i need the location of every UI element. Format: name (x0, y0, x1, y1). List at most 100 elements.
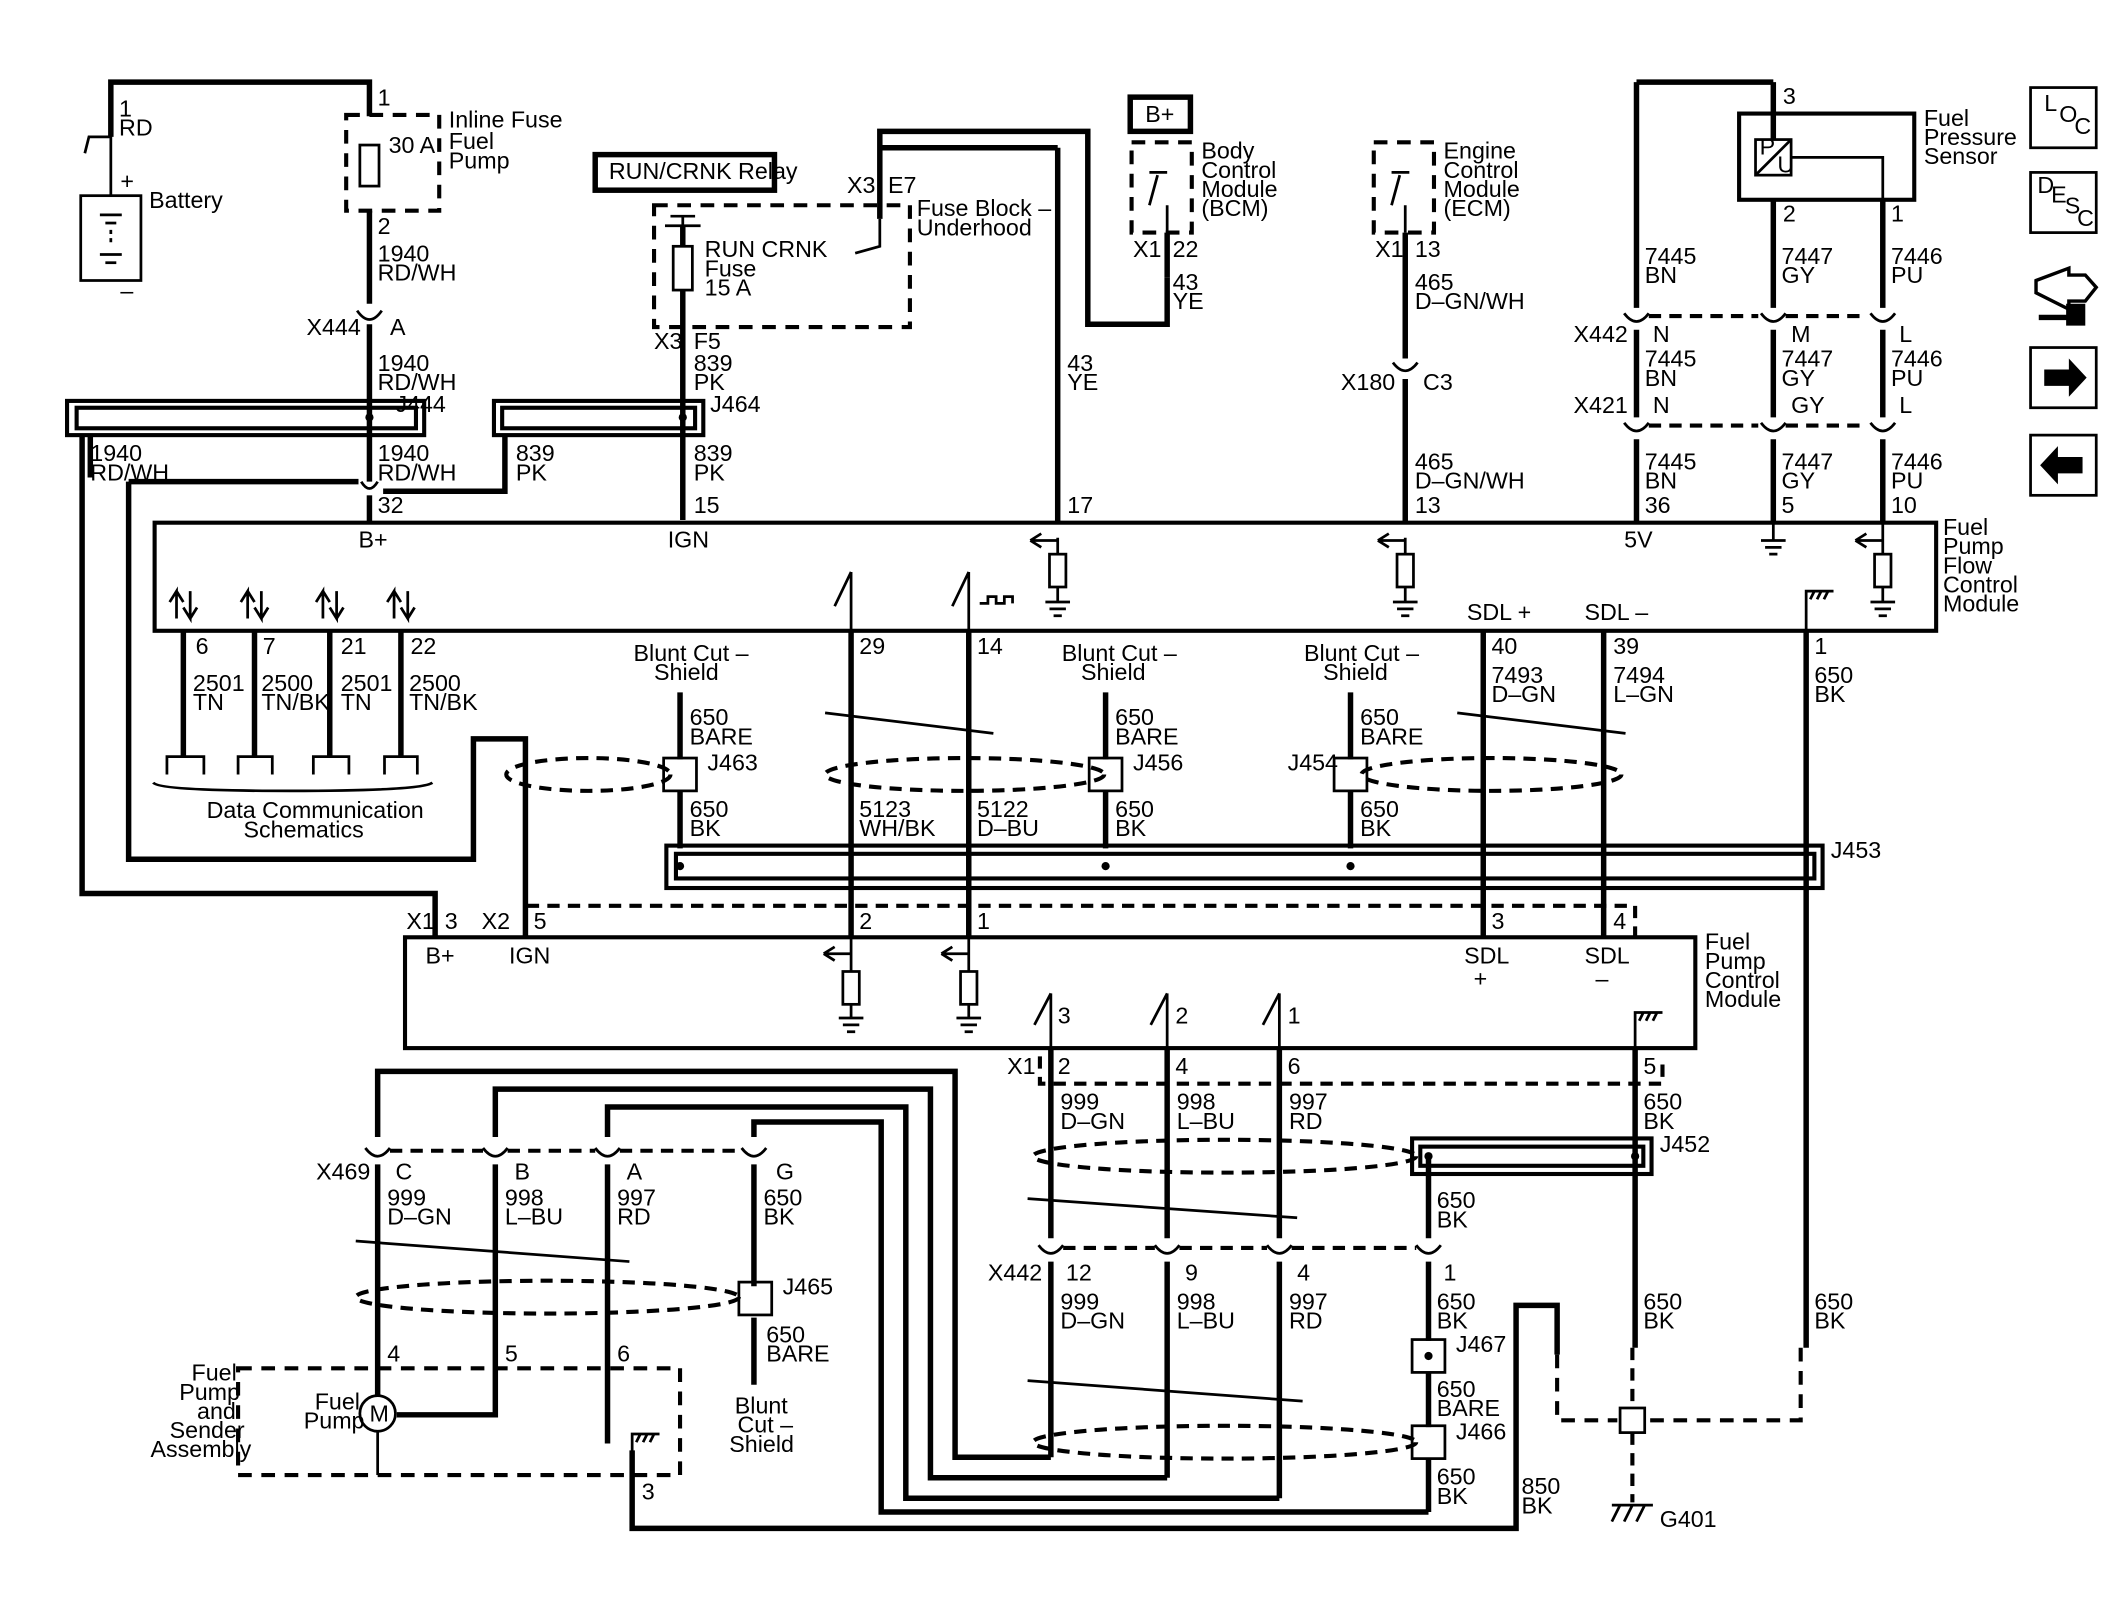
svg-text:650: 650 (1814, 1288, 1853, 1314)
svg-text:4: 4 (1613, 908, 1626, 934)
connector-x444 (356, 309, 383, 321)
svg-text:BK: BK (1437, 1483, 1469, 1509)
svg-text:1940: 1940 (378, 440, 430, 466)
svg-text:7447: 7447 (1782, 448, 1834, 474)
svg-text:SDL: SDL (1584, 942, 1629, 968)
svg-text:5: 5 (534, 908, 547, 934)
svg-text:650: 650 (1437, 1376, 1476, 1402)
svg-text:2501: 2501 (341, 670, 393, 696)
svg-text:465: 465 (1415, 269, 1454, 295)
svg-text:1: 1 (1814, 633, 1827, 659)
svg-text:J456: J456 (1133, 749, 1183, 775)
svg-text:PK: PK (516, 459, 548, 485)
svg-text:2: 2 (1175, 1002, 1188, 1028)
svg-text:RD: RD (617, 1204, 651, 1230)
svg-text:TN: TN (193, 689, 224, 715)
svg-text:GY: GY (1782, 365, 1816, 391)
svg-text:BK: BK (1360, 815, 1392, 841)
svg-text:D–GN: D–GN (1060, 1108, 1125, 1134)
svg-text:C: C (2077, 205, 2094, 231)
svg-text:SDL: SDL (1464, 942, 1509, 968)
svg-text:Pump: Pump (304, 1408, 365, 1434)
svg-text:999: 999 (1060, 1089, 1099, 1115)
svg-text:C: C (395, 1158, 412, 1184)
svg-text:X442: X442 (988, 1260, 1042, 1286)
svg-text:X1: X1 (1375, 236, 1403, 262)
svg-text:997: 997 (1289, 1288, 1328, 1314)
svg-text:6: 6 (617, 1340, 630, 1366)
svg-text:14: 14 (977, 633, 1003, 659)
svg-text:E7: E7 (888, 172, 916, 198)
svg-text:PK: PK (694, 459, 726, 485)
svg-text:BK: BK (1437, 1206, 1469, 1232)
svg-text:BN: BN (1645, 365, 1677, 391)
crnk-fuse-icon (671, 244, 694, 292)
svg-text:X442: X442 (1574, 321, 1628, 347)
inline-fuse-label: Inline Fuse (449, 106, 563, 132)
fuse-block-underhood (651, 203, 912, 330)
description-button[interactable]: D E S C (2029, 171, 2098, 234)
svg-text:43: 43 (1067, 350, 1093, 376)
svg-text:X3: X3 (847, 172, 875, 198)
location-button[interactable]: L O C (2029, 86, 2098, 150)
svg-text:650: 650 (1360, 796, 1399, 822)
next-arrow-button[interactable] (2029, 346, 2098, 410)
svg-text:U: U (1777, 151, 1794, 177)
svg-text:Fuel: Fuel (315, 1388, 360, 1414)
svg-text:Engine: Engine (1444, 138, 1516, 164)
svg-text:J467: J467 (1456, 1331, 1506, 1357)
svg-text:SDL +: SDL + (1467, 599, 1531, 625)
svg-text:4: 4 (387, 1340, 400, 1366)
svg-text:Module: Module (1444, 176, 1520, 202)
svg-text:C: C (2074, 113, 2091, 139)
svg-text:3: 3 (1491, 908, 1504, 934)
svg-text:M: M (1791, 321, 1810, 347)
wire-color: RD (119, 114, 153, 140)
svg-text:1940: 1940 (378, 240, 430, 266)
svg-text:Fuel: Fuel (1705, 929, 1750, 955)
svg-text:2: 2 (859, 908, 872, 934)
svg-text:10: 10 (1891, 492, 1917, 518)
svg-text:O: O (2059, 101, 2077, 127)
svg-text:Control: Control (1705, 967, 1780, 993)
svg-text:S: S (2065, 192, 2081, 218)
svg-text:6: 6 (196, 633, 209, 659)
previous-arrow-button[interactable] (2029, 433, 2098, 497)
svg-text:2501: 2501 (193, 670, 245, 696)
splice-pack-j453 (664, 843, 1825, 891)
svg-text:5: 5 (1643, 1053, 1656, 1079)
svg-text:650: 650 (1437, 1464, 1476, 1490)
svg-text:999: 999 (387, 1184, 426, 1210)
plus-terminal: + (120, 168, 134, 194)
svg-text:WH/BK: WH/BK (859, 815, 936, 841)
svg-text:36: 36 (1645, 492, 1671, 518)
svg-text:B+: B+ (426, 942, 455, 968)
svg-text:1: 1 (1891, 201, 1904, 227)
splice-pack-j444 (64, 398, 427, 438)
svg-text:5V: 5V (1624, 526, 1653, 552)
svg-text:650: 650 (1360, 704, 1399, 730)
battery-label: Battery (149, 187, 223, 213)
svg-text:X3: X3 (654, 328, 682, 354)
svg-text:(ECM): (ECM) (1444, 195, 1511, 221)
svg-text:3: 3 (1783, 83, 1796, 109)
svg-text:RUN CRNK: RUN CRNK (705, 236, 828, 262)
svg-text:850: 850 (1522, 1473, 1561, 1499)
svg-text:B+: B+ (1145, 101, 1174, 127)
svg-text:3: 3 (642, 1479, 655, 1505)
svg-text:Fuel: Fuel (192, 1360, 237, 1386)
svg-text:13: 13 (1415, 236, 1441, 262)
svg-text:Shield: Shield (729, 1431, 794, 1457)
svg-text:22: 22 (410, 633, 436, 659)
svg-text:BARE: BARE (1115, 723, 1178, 749)
svg-text:7: 7 (263, 633, 276, 659)
svg-text:Data Communication: Data Communication (207, 797, 424, 823)
svg-text:J452: J452 (1660, 1131, 1710, 1157)
fuel-pump-flow-control-module (152, 520, 1939, 633)
bcm-box (1129, 140, 1194, 235)
svg-text:BK: BK (1522, 1492, 1554, 1518)
connector-end-view-icon[interactable] (2034, 265, 2099, 326)
splice-j465 (737, 1280, 774, 1317)
svg-text:RD/WH: RD/WH (378, 260, 457, 286)
